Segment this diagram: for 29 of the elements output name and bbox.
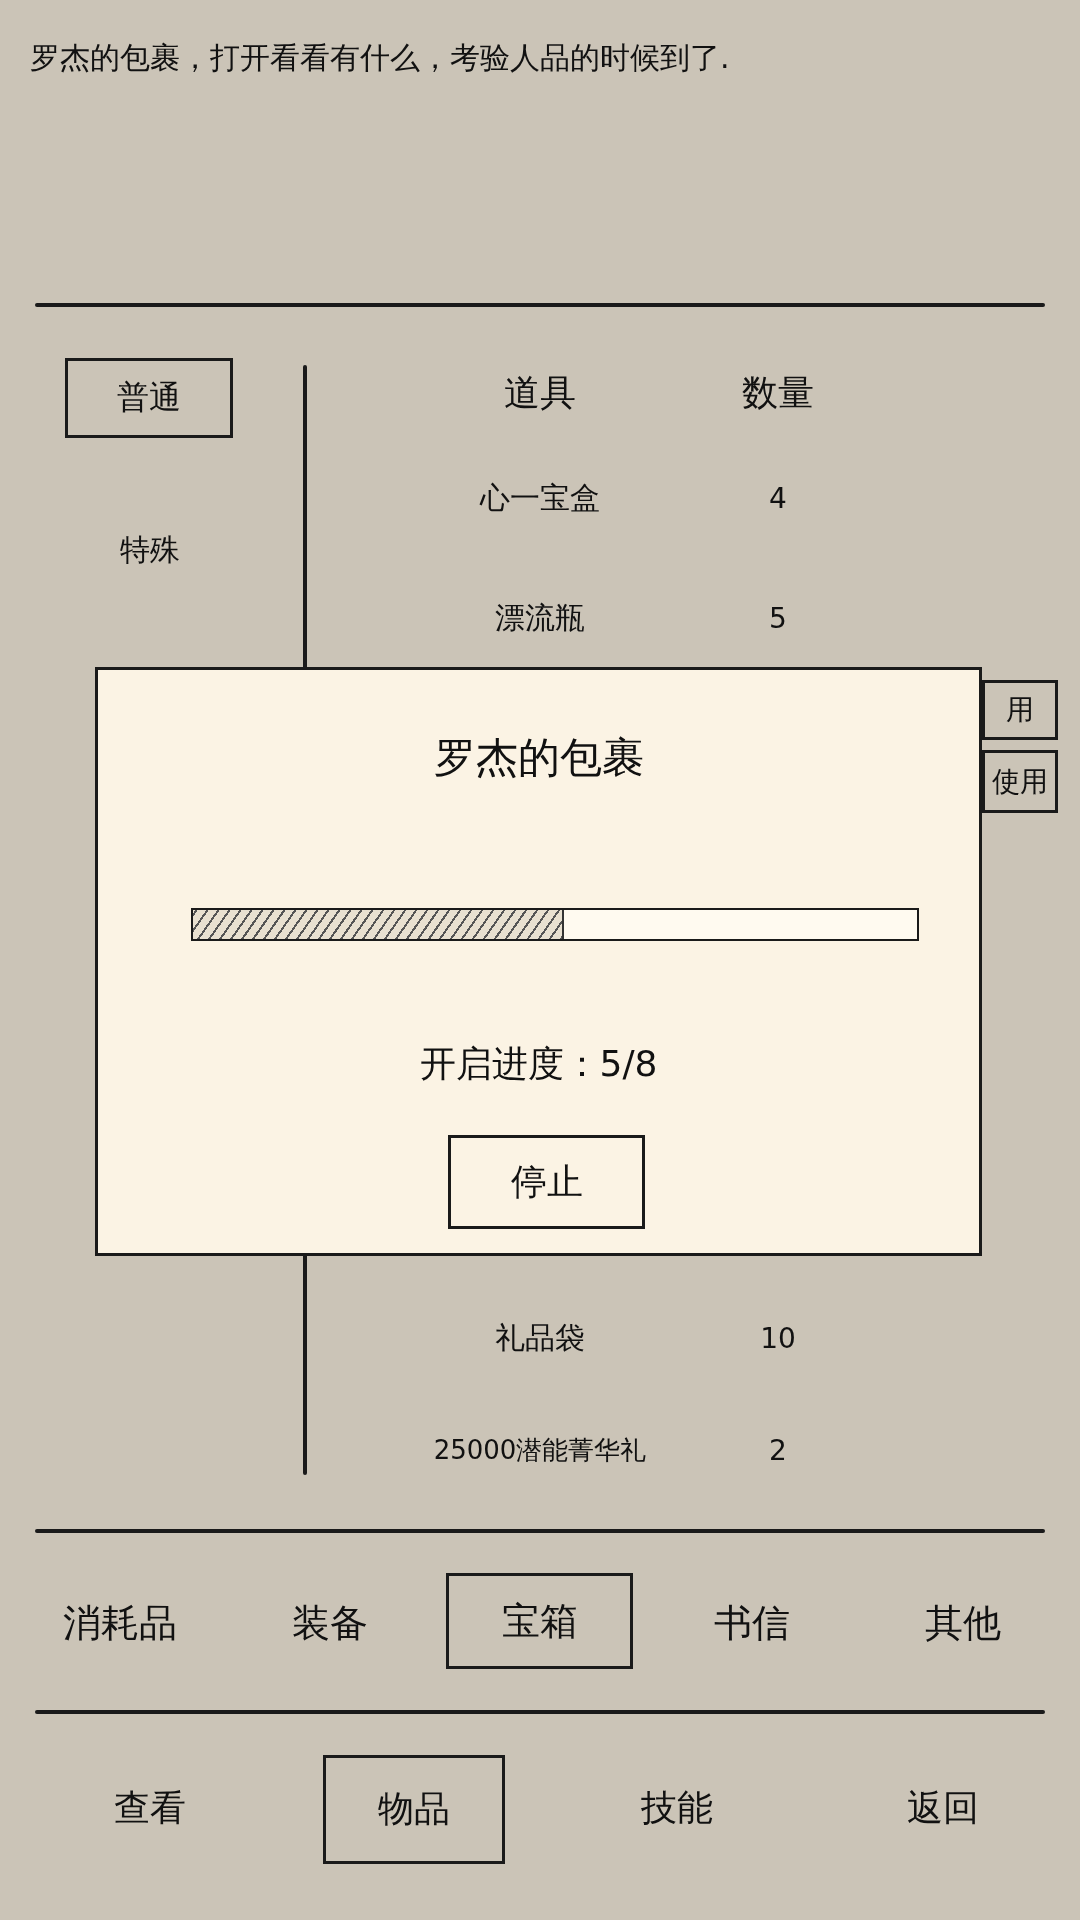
label-text: 数量 [742,370,814,415]
progress-text: 开启进度：5/8 [418,1042,659,1086]
label-text: 4 [769,481,787,515]
label-text: 查看 [114,1785,186,1830]
label-text: 返回 [907,1785,979,1830]
label-text: 2 [769,1433,787,1467]
use-button: 用 [982,680,1058,740]
progress-bar [191,908,919,941]
label-text: 技能 [641,1785,713,1830]
message-text: 罗杰的包裹，打开看看有什么，考验人品的时候到了. [30,39,730,77]
label-text: 装备 [292,1599,368,1647]
label-text: 消耗品 [63,1599,177,1647]
label-text: 特殊 [120,530,180,569]
dialog-title: 罗杰的包裹 [432,732,645,784]
dialog-panel [95,667,982,1256]
label-text: 道具 [504,370,576,415]
stop-button: 停止 [448,1135,645,1229]
nav-tab: 物品 [323,1755,505,1864]
label-text: 心一宝盒 [480,478,600,517]
label-text: 书信 [714,1599,790,1647]
category-tab: 普通 [65,358,233,438]
label-text: 礼品袋 [495,1318,585,1357]
label-text: 其他 [925,1599,1001,1647]
use-button: 使用 [982,750,1058,813]
label-text: 25000潜能菁华礼 [433,1433,647,1467]
label-text: 漂流瓶 [495,598,585,637]
label-text: 5 [769,601,787,635]
label-text: 10 [760,1321,796,1355]
category-tab: 宝箱 [446,1573,633,1669]
